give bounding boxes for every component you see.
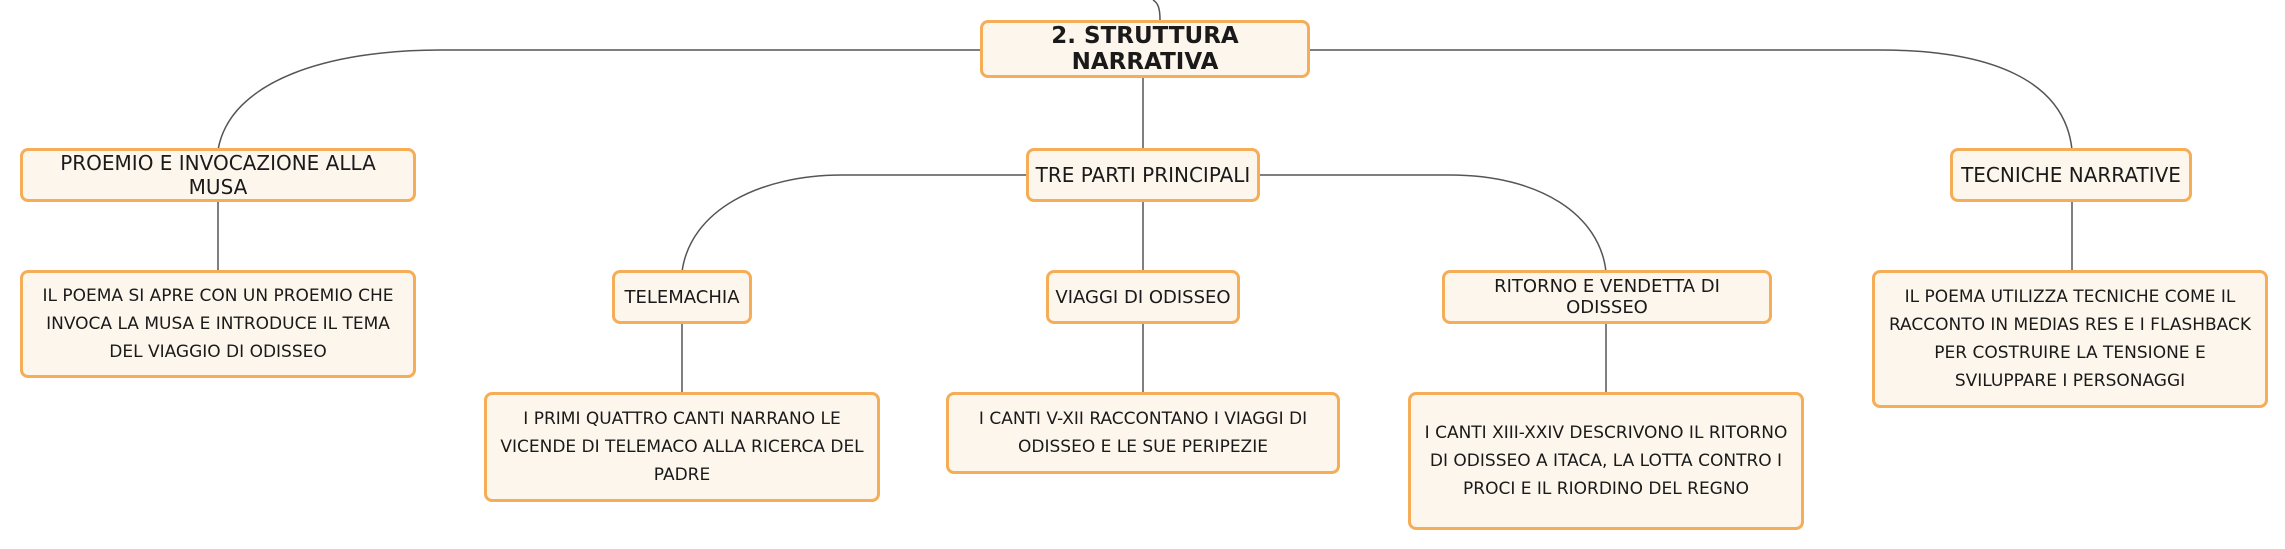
detail-text-tecniche: IL POEMA UTILIZZA TECNICHE COME IL RACCO… bbox=[1888, 287, 2252, 391]
connector-tre-parti-ritorno bbox=[1258, 174, 1607, 273]
root-label: 2. STRUTTURA NARRATIVA bbox=[1051, 23, 1239, 75]
connector-parent-root bbox=[1152, 0, 1161, 21]
detail-text-ritorno: I CANTI XIII-XXIV DESCRIVONO IL RITORNO … bbox=[1424, 423, 1788, 499]
detail-text-proemio: IL POEMA SI APRE CON UN PROEMIO CHE INVO… bbox=[42, 286, 394, 362]
detail-node-proemio[interactable]: IL POEMA SI APRE CON UN PROEMIO CHE INVO… bbox=[20, 270, 416, 378]
branch-label-tecniche: TECNICHE NARRATIVE bbox=[1961, 163, 2181, 187]
detail-node-tecniche[interactable]: IL POEMA UTILIZZA TECNICHE COME IL RACCO… bbox=[1872, 270, 2268, 408]
topic-label-ritorno: RITORNO E VENDETTA DI ODISSEO bbox=[1494, 276, 1720, 318]
connector-root-tecniche bbox=[1310, 49, 2073, 151]
connector-tre-parti-telemachia bbox=[681, 174, 1028, 273]
topic-node-telemachia[interactable]: TELEMACHIA bbox=[612, 270, 752, 324]
branch-label-proemio: PROEMIO E INVOCAZIONE ALLA MUSA bbox=[60, 151, 376, 199]
detail-text-viaggi: I CANTI V-XII RACCONTANO I VIAGGI DI ODI… bbox=[978, 409, 1308, 457]
detail-text-telemachia: I PRIMI QUATTRO CANTI NARRANO LE VICENDE… bbox=[500, 409, 864, 485]
topic-node-viaggi[interactable]: VIAGGI DI ODISSEO bbox=[1046, 270, 1240, 324]
branch-node-tecniche[interactable]: TECNICHE NARRATIVE bbox=[1950, 148, 2192, 202]
detail-node-telemachia[interactable]: I PRIMI QUATTRO CANTI NARRANO LE VICENDE… bbox=[484, 392, 880, 502]
topic-label-viaggi: VIAGGI DI ODISSEO bbox=[1055, 286, 1231, 308]
connector-root-proemio bbox=[217, 49, 980, 151]
root-node[interactable]: 2. STRUTTURA NARRATIVA bbox=[980, 20, 1310, 78]
detail-node-viaggi[interactable]: I CANTI V-XII RACCONTANO I VIAGGI DI ODI… bbox=[946, 392, 1340, 474]
branch-node-tre-parti[interactable]: TRE PARTI PRINCIPALI bbox=[1026, 148, 1260, 202]
branch-label-tre-parti: TRE PARTI PRINCIPALI bbox=[1035, 163, 1251, 187]
topic-node-ritorno[interactable]: RITORNO E VENDETTA DI ODISSEO bbox=[1442, 270, 1772, 324]
topic-label-telemachia: TELEMACHIA bbox=[624, 286, 740, 308]
branch-node-proemio[interactable]: PROEMIO E INVOCAZIONE ALLA MUSA bbox=[20, 148, 416, 202]
detail-node-ritorno[interactable]: I CANTI XIII-XXIV DESCRIVONO IL RITORNO … bbox=[1408, 392, 1804, 530]
